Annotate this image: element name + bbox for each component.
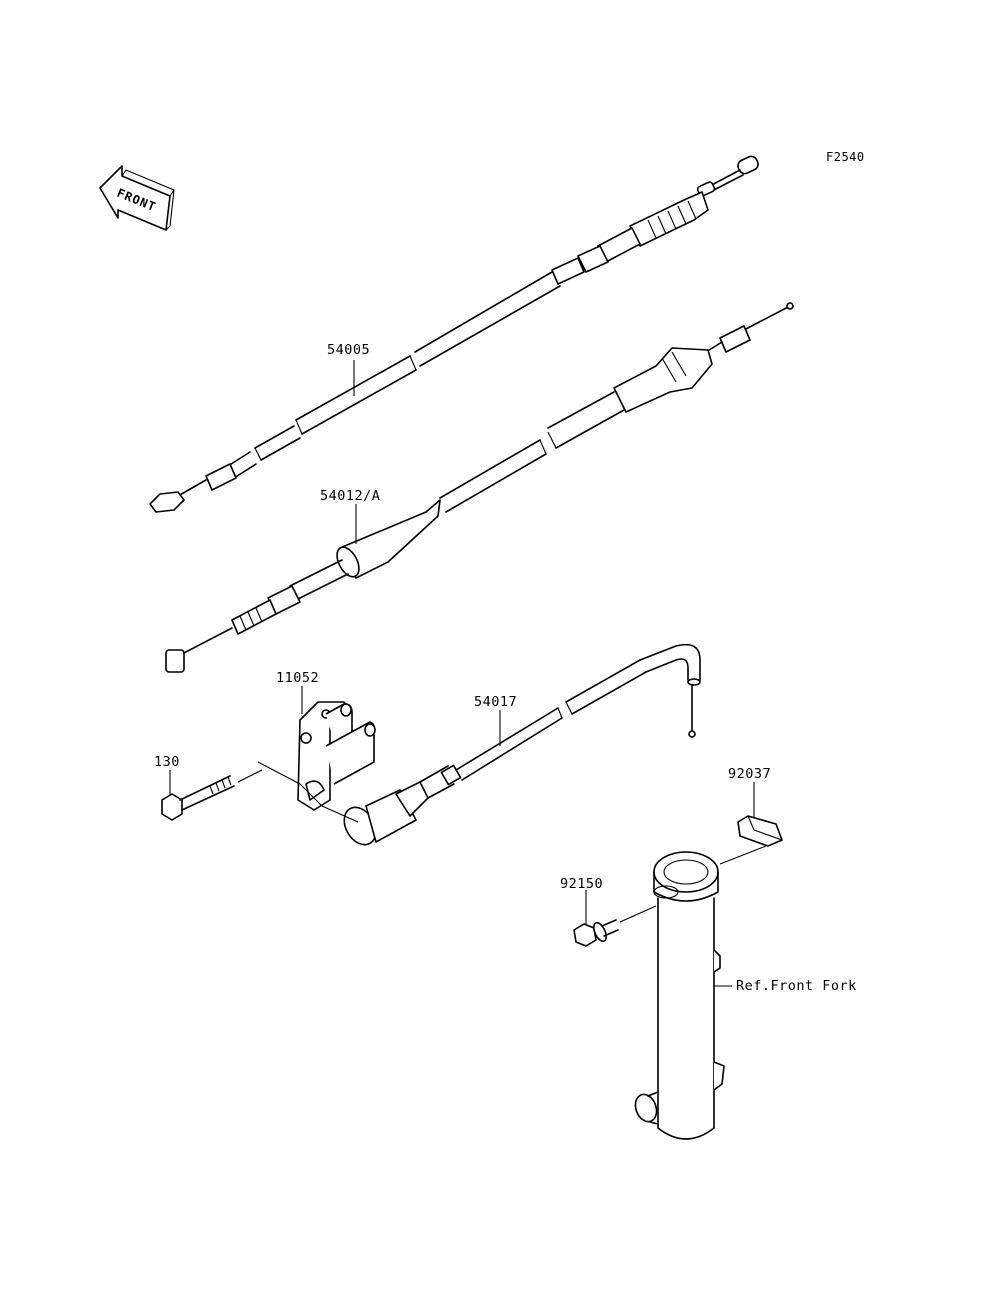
- bolt: [161, 769, 263, 821]
- callout-54005: 54005: [327, 342, 370, 358]
- flanged-bolt: [573, 905, 657, 947]
- brake-cable: [165, 302, 794, 673]
- clutch-cable: [149, 155, 759, 513]
- front-arrow-icon: FRONT: [99, 165, 175, 231]
- bracket: [257, 701, 376, 823]
- drawing-code: F2540: [826, 150, 865, 164]
- callout-92150: 92150: [560, 876, 603, 892]
- callout-54012-a: 54012/A: [320, 488, 380, 504]
- callout-front-fork-ref: Ref.Front Fork: [736, 978, 857, 994]
- clamp: [719, 815, 783, 865]
- choke-cable: [343, 643, 701, 846]
- front-fork: [634, 851, 732, 1140]
- callout-92037: 92037: [728, 766, 771, 782]
- callout-130: 130: [154, 754, 180, 770]
- callout-11052: 11052: [276, 670, 319, 686]
- callout-54017: 54017: [474, 694, 517, 710]
